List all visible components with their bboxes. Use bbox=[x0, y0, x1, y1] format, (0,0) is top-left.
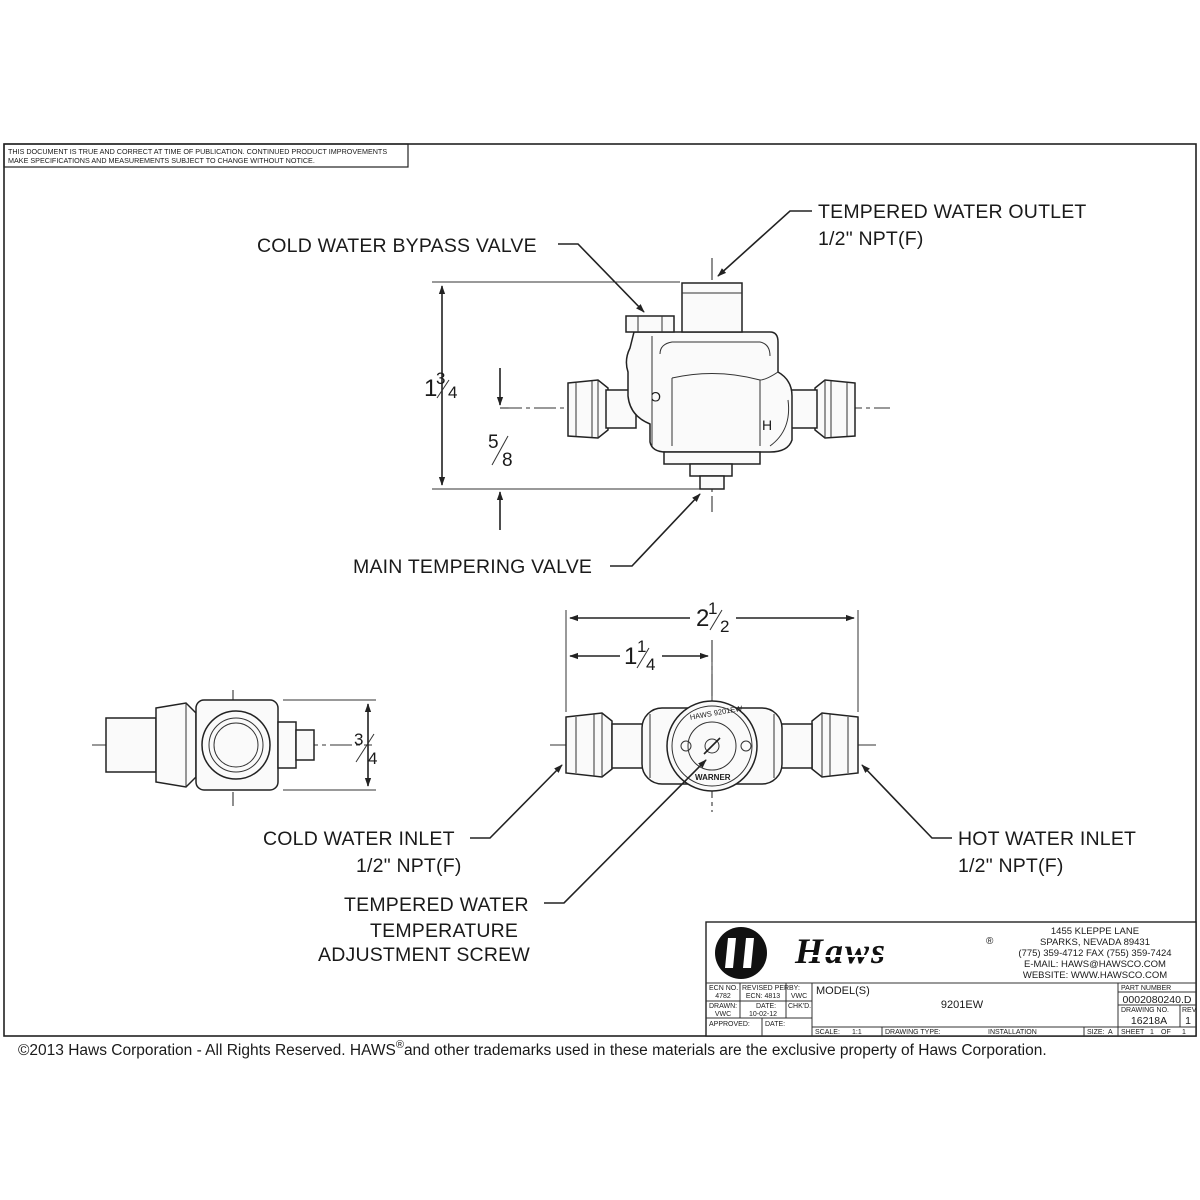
dim-width-total: 2 1 2 bbox=[696, 599, 729, 636]
svg-text:(775) 359-4712 FAX (755) 359-: (775) 359-4712 FAX (755) 359-7424 bbox=[1018, 948, 1171, 959]
svg-text:HOT WATER INLET: HOT WATER INLET bbox=[958, 828, 1136, 850]
disclaimer-line-1: THIS DOCUMENT IS TRUE AND CORRECT AT TIM… bbox=[8, 147, 387, 156]
svg-text:2: 2 bbox=[696, 605, 709, 632]
cold-mark: C bbox=[651, 389, 661, 405]
svg-text:COLD WATER BYPASS VALVE: COLD WATER BYPASS VALVE bbox=[257, 235, 537, 257]
svg-text:ECN: 4813: ECN: 4813 bbox=[746, 993, 780, 1000]
svg-text:VWC: VWC bbox=[715, 1011, 731, 1018]
callout-hot-inlet: HOT WATER INLET 1/2" NPT(F) bbox=[861, 764, 1136, 877]
svg-text:ECN NO.: ECN NO. bbox=[709, 985, 738, 992]
top-view: HAWS 9201EW WARNER 2 1 2 1 1 4 bbox=[550, 599, 876, 812]
front-view: C H 1 3 4 5 8 bbox=[424, 258, 890, 530]
svg-text:DRAWN:: DRAWN: bbox=[709, 1003, 737, 1010]
svg-text:DATE:: DATE: bbox=[765, 1021, 785, 1028]
svg-text:BY:: BY: bbox=[789, 985, 800, 992]
disclaimer-box bbox=[3, 143, 409, 168]
svg-text:TEMPERATURE: TEMPERATURE bbox=[370, 920, 518, 942]
svg-text:1:1: 1:1 bbox=[852, 1029, 862, 1036]
svg-text:SIZE:: SIZE: bbox=[1087, 1029, 1105, 1036]
svg-text:0002080240.D: 0002080240.D bbox=[1123, 994, 1192, 1006]
svg-text:CHK'D.: CHK'D. bbox=[788, 1003, 811, 1010]
svg-text:3: 3 bbox=[436, 369, 445, 388]
callout-adjustment-screw: TEMPERED WATER TEMPERATURE ADJUSTMENT SC… bbox=[318, 759, 707, 966]
svg-text:COLD WATER INLET: COLD WATER INLET bbox=[263, 828, 455, 850]
svg-text:VWC: VWC bbox=[791, 993, 807, 1000]
disclaimer-line-2: MAKE SPECIFICATIONS AND MEASUREMENTS SUB… bbox=[8, 156, 315, 165]
hot-mark: H bbox=[762, 417, 772, 433]
svg-text:REVISED PER: REVISED PER bbox=[742, 985, 789, 992]
svg-text:1: 1 bbox=[1150, 1029, 1154, 1036]
svg-text:WEBSITE: WWW.HAWSCO.COM: WEBSITE: WWW.HAWSCO.COM bbox=[1023, 970, 1167, 981]
svg-text:MAIN TEMPERING VALVE: MAIN TEMPERING VALVE bbox=[353, 556, 592, 578]
svg-text:3: 3 bbox=[354, 730, 363, 749]
svg-text:4: 4 bbox=[448, 383, 457, 402]
svg-text:1: 1 bbox=[708, 599, 717, 618]
svg-text:1: 1 bbox=[424, 375, 437, 402]
svg-text:1/2" NPT(F): 1/2" NPT(F) bbox=[818, 228, 924, 250]
svg-text:1: 1 bbox=[624, 643, 637, 670]
svg-text:ADJUSTMENT SCREW: ADJUSTMENT SCREW bbox=[318, 944, 530, 966]
svg-text:1: 1 bbox=[1185, 1015, 1191, 1027]
svg-text:PART NUMBER: PART NUMBER bbox=[1121, 985, 1171, 992]
callout-outlet: TEMPERED WATER OUTLET 1/2" NPT(F) bbox=[717, 201, 1087, 277]
svg-text:5: 5 bbox=[488, 432, 499, 453]
title-block: Haws ® 1455 KLEPPE LANE SPARKS, NEVADA 8… bbox=[595, 921, 1197, 1037]
side-view: 3 4 bbox=[92, 690, 377, 806]
svg-text:1: 1 bbox=[1182, 1029, 1186, 1036]
svg-text:SHEET: SHEET bbox=[1121, 1029, 1145, 1036]
svg-text:DATE:: DATE: bbox=[756, 1003, 776, 1010]
svg-text:®: ® bbox=[986, 936, 994, 947]
haws-logo: Haws ® bbox=[595, 927, 994, 979]
dial-bottom-text: WARNER bbox=[695, 773, 731, 782]
svg-text:APPROVED:: APPROVED: bbox=[709, 1021, 750, 1028]
svg-text:9201EW: 9201EW bbox=[941, 999, 984, 1011]
callout-main-valve: MAIN TEMPERING VALVE bbox=[353, 493, 701, 578]
callout-cold-inlet: COLD WATER INLET 1/2" NPT(F) bbox=[263, 764, 563, 877]
svg-text:1: 1 bbox=[637, 637, 646, 656]
svg-text:1/2" NPT(F): 1/2" NPT(F) bbox=[356, 855, 462, 877]
svg-text:TEMPERED WATER OUTLET: TEMPERED WATER OUTLET bbox=[818, 201, 1087, 223]
svg-text:16218A: 16218A bbox=[1131, 1015, 1167, 1027]
svg-text:8: 8 bbox=[502, 450, 513, 471]
callout-bypass: COLD WATER BYPASS VALVE bbox=[257, 235, 645, 313]
dim-width-half: 1 1 4 bbox=[624, 637, 655, 674]
svg-text:OF: OF bbox=[1161, 1029, 1171, 1036]
svg-text:4782: 4782 bbox=[715, 993, 731, 1000]
svg-text:4: 4 bbox=[368, 749, 377, 768]
svg-text:DRAWING TYPE:: DRAWING TYPE: bbox=[885, 1029, 941, 1036]
svg-text:DRAWING NO.: DRAWING NO. bbox=[1121, 1007, 1169, 1014]
svg-text:REV: REV bbox=[1182, 1007, 1197, 1014]
dim-height-total: 1 3 4 bbox=[424, 369, 457, 402]
svg-text:1455 KLEPPE LANE: 1455 KLEPPE LANE bbox=[1051, 926, 1139, 937]
svg-text:Haws: Haws bbox=[794, 931, 887, 971]
svg-text:A: A bbox=[1108, 1029, 1113, 1036]
svg-text:1/2" NPT(F): 1/2" NPT(F) bbox=[958, 855, 1064, 877]
sheet-border bbox=[3, 143, 1197, 1037]
svg-text:10-02-12: 10-02-12 bbox=[749, 1011, 777, 1018]
svg-text:4: 4 bbox=[646, 655, 655, 674]
svg-text:SPARKS, NEVADA 89431: SPARKS, NEVADA 89431 bbox=[1040, 937, 1150, 948]
svg-text:INSTALLATION: INSTALLATION bbox=[988, 1029, 1037, 1036]
svg-text:2: 2 bbox=[720, 617, 729, 636]
dim-side-depth: 3 4 bbox=[354, 730, 377, 768]
copyright-line: ©2013 Haws Corporation - All Rights Rese… bbox=[18, 1039, 1047, 1059]
svg-text:TEMPERED WATER: TEMPERED WATER bbox=[344, 894, 529, 916]
dim-height-center: 5 8 bbox=[488, 432, 513, 471]
svg-text:E-MAIL: HAWS@HAWSCO.COM: E-MAIL: HAWS@HAWSCO.COM bbox=[1024, 959, 1166, 970]
svg-text:MODEL(S): MODEL(S) bbox=[816, 985, 870, 997]
svg-text:SCALE:: SCALE: bbox=[815, 1029, 840, 1036]
